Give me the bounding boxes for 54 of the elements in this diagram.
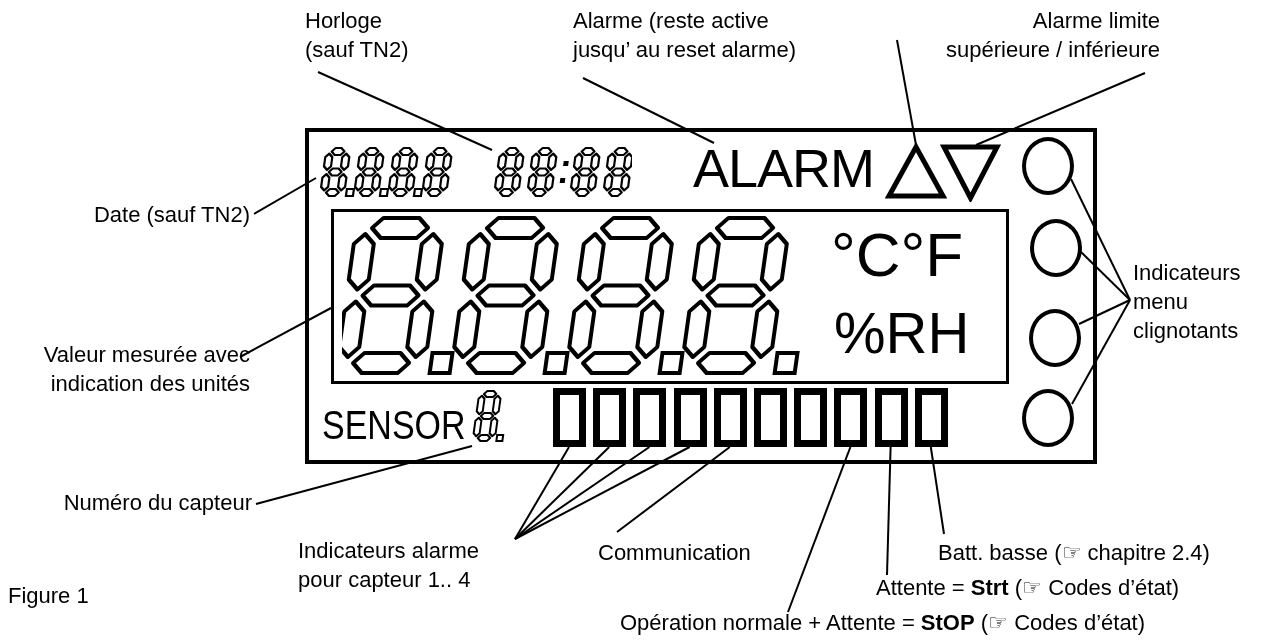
callout-text: Batt. basse (☞ chapitre 2.4) (938, 538, 1273, 568)
segment-box (834, 388, 868, 447)
segment-box (633, 388, 667, 447)
circle-indicator (1029, 309, 1081, 367)
callout-text: Opération normale + Attente = StOP (☞ Codes d’état) (620, 608, 1260, 638)
leader-line (975, 72, 1146, 146)
segment-box (754, 388, 787, 447)
measurement-window (331, 209, 1009, 384)
segment-box (794, 388, 828, 447)
callout-text: Indicateurs menu clignotants (1133, 258, 1258, 346)
callout-text: Horloge (sauf TN2) (305, 6, 445, 65)
alarm-label: ALARM (693, 136, 877, 200)
leader-line (253, 177, 317, 215)
callout-text: Communication (598, 538, 778, 568)
leader-line (616, 446, 731, 533)
leader-line (1071, 299, 1131, 405)
segment-box (553, 388, 586, 447)
leader-line (1078, 299, 1131, 325)
leader-line (514, 446, 611, 540)
leader-line (582, 77, 715, 144)
segment-box (914, 388, 948, 447)
leader-line (239, 307, 332, 358)
leader-line (886, 446, 892, 576)
segment-box (713, 388, 747, 447)
segment-box (874, 388, 908, 447)
leader-line (514, 446, 691, 540)
callout-text: Alarme (reste active jusqu’ au reset alarme) (573, 6, 835, 65)
figure-label: Figure 1 (8, 583, 89, 609)
circle-indicator (1022, 389, 1074, 447)
segment-box (593, 388, 627, 447)
callout-text: Alarme limite supérieure / inférieure (866, 6, 1160, 65)
callout-text: Date (sauf TN2) (60, 200, 250, 230)
leader-line (514, 446, 651, 540)
leader-line (317, 71, 493, 151)
callout-text: Valeur mesurée avec indication des unités (4, 340, 250, 399)
callout-text: Indicateurs alarme pour capteur 1.. 4 (298, 536, 528, 595)
lcd-display (305, 128, 1097, 464)
leader-line (514, 446, 570, 540)
leader-line (1070, 178, 1131, 301)
leader-line (787, 446, 852, 613)
circle-indicator (1030, 219, 1082, 277)
triangle-indicator (885, 143, 947, 200)
callout-text: Attente = Strt (☞ Codes d’état) (876, 573, 1256, 603)
circle-indicator (1022, 137, 1074, 195)
segment-box (673, 388, 707, 447)
unit-symbol: %RH (834, 304, 970, 362)
leader-line (896, 39, 917, 146)
triangle-indicator (940, 143, 1001, 202)
unit-symbol: °C°F (831, 224, 964, 286)
callout-text: Numéro du capteur (20, 488, 252, 518)
leader-line (1080, 251, 1131, 301)
sensor-label: SENSOR (322, 403, 466, 448)
leader-line (929, 446, 945, 535)
leader-line (255, 445, 473, 505)
